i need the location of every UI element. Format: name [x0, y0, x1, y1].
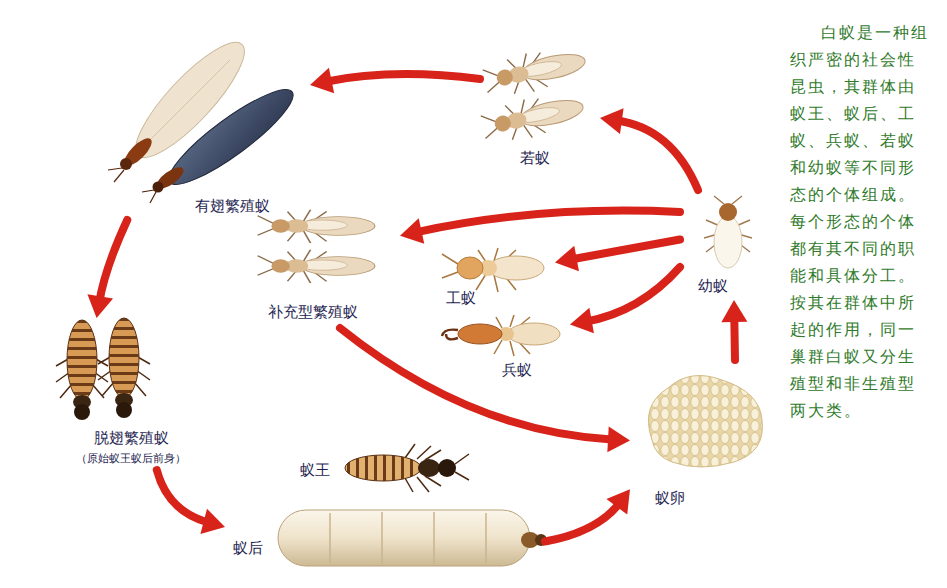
winged-alates: [108, 29, 303, 203]
arrow-line: [326, 74, 480, 82]
stage-label: 补充型繁殖蚁: [268, 302, 358, 322]
lifecycle-arrow: [157, 470, 225, 534]
arrow-line: [545, 502, 620, 541]
stage-node: 工蚁: [432, 242, 555, 310]
stage-label: 蚁后: [233, 538, 263, 558]
stage-label: 工蚁: [446, 288, 476, 308]
dealate-reproductives: [56, 318, 150, 420]
lifecycle-arrow: [87, 220, 127, 318]
lifecycle-arrow: [545, 489, 630, 541]
nymphs: [479, 42, 589, 147]
arrow-line: [571, 240, 680, 260]
stage-label: 脱翅繁殖蚁: [45, 428, 217, 448]
arrow-line: [730, 316, 739, 360]
stage-node: 有翅繁殖蚁: [95, 40, 310, 220]
arrow-line: [416, 211, 680, 233]
stage-label: 蚁卵: [655, 488, 685, 508]
description-text: 白蚁是一种组织严密的社会性昆虫，其群体由蚁王、蚁后、工蚁、兵蚁、若蚁和幼蚁等不同…: [790, 20, 930, 425]
arrow-head: [310, 68, 334, 93]
stage-label: （原始蚁王蚁后前身）: [45, 451, 217, 466]
arrow-head: [606, 489, 630, 514]
queen-termite: [278, 510, 547, 566]
lifecycle-arrow: [340, 328, 630, 452]
stage-label: 兵蚁: [502, 360, 532, 380]
arrow-head: [607, 426, 630, 452]
stage-node: 幼蚁: [680, 190, 770, 300]
stage-node: 若蚁: [480, 40, 600, 170]
arrow-line: [340, 328, 614, 440]
arrow-head: [555, 246, 579, 272]
stage-label: 蚁王: [300, 460, 330, 480]
arrow-line: [586, 267, 680, 322]
stage-node: 蚁王: [290, 435, 480, 502]
arrow-head: [600, 108, 624, 134]
stage-node: 补充型繁殖蚁: [250, 205, 400, 328]
egg-cluster: [648, 376, 762, 468]
larva-termite: [704, 196, 752, 268]
lifecycle-arrow: [400, 211, 680, 244]
arrow-head: [200, 509, 225, 534]
stage-node: 蚁卵: [630, 360, 770, 512]
stage-label: 有翅繁殖蚁: [195, 196, 270, 216]
lifecycle-arrow: [570, 267, 680, 333]
stage-node: 蚁后: [225, 505, 545, 578]
stage-label: 若蚁: [520, 148, 550, 168]
arrow-head: [721, 300, 747, 322]
king-termite: [345, 444, 469, 492]
arrow-line: [157, 470, 210, 523]
lifecycle-arrow: [721, 300, 747, 360]
lifecycle-arrow: [310, 68, 480, 93]
supplementary-reproductives: [258, 210, 375, 283]
stage-node: 脱翅繁殖蚁 （原始蚁王蚁后前身）: [45, 318, 217, 470]
lifecycle-arrow: [555, 240, 680, 272]
arrow-head: [87, 294, 113, 318]
worker-termite: [442, 248, 544, 292]
arrow-head: [400, 218, 424, 243]
stage-node: 兵蚁: [438, 310, 570, 382]
arrow-head: [570, 308, 594, 334]
soldier-termite: [442, 315, 560, 356]
arrow-line: [616, 120, 698, 190]
arrow-line: [99, 220, 127, 302]
lifecycle-arrow: [600, 108, 698, 190]
stage-label: 幼蚁: [698, 276, 728, 296]
